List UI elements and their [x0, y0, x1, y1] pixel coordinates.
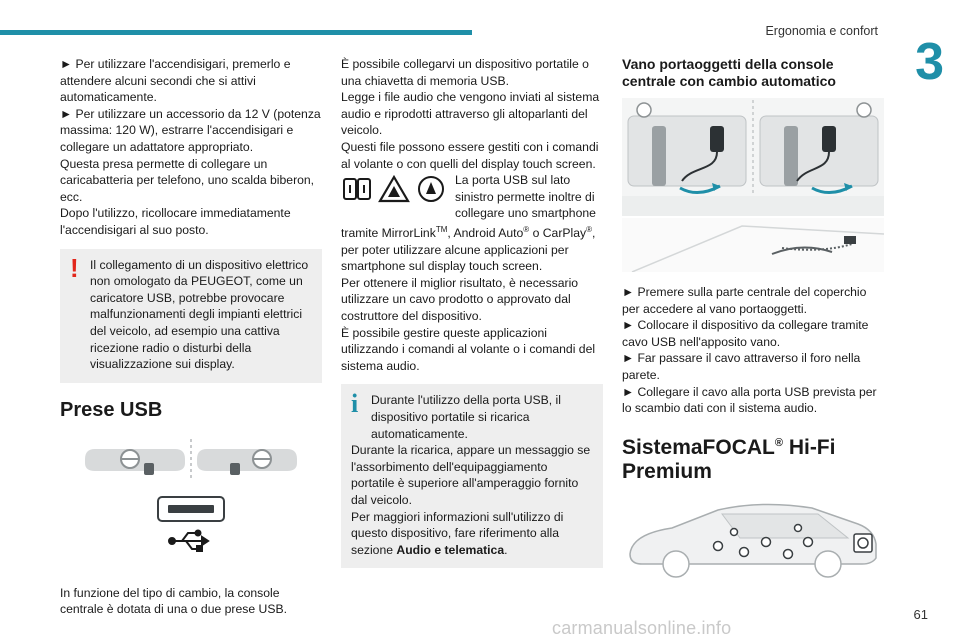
usb-symbol-icon — [168, 529, 210, 552]
paragraph: È possibile gestire queste applicazioni … — [341, 325, 596, 373]
steering-wheel-icon — [120, 448, 140, 469]
page-number: 61 — [913, 607, 928, 622]
usb-caption: In funzione del tipo di cambio, la conso… — [60, 585, 287, 617]
column-left: ► Per utilizzare l'accendisigari, premer… — [60, 56, 322, 618]
info-text: Durante la ricarica, appare un messaggio… — [351, 443, 591, 507]
paragraph: ► Per utilizzare un accessorio da 12 V (… — [60, 106, 321, 154]
steering-wheel-icon — [856, 102, 872, 118]
phone-icon — [822, 126, 836, 152]
step: ► Collocare il dispositivo da collegare … — [622, 318, 869, 349]
steering-wheel-icon — [636, 102, 652, 118]
info-box: i Durante l'utilizzo della porta USB, il… — [341, 384, 603, 569]
step: ► Collegare il cavo alla porta USB previ… — [622, 384, 877, 416]
storage-illustration — [622, 96, 884, 272]
storage-heading: Vano portaoggetti della console centrale… — [622, 56, 836, 89]
info-icon: i — [351, 389, 359, 419]
console-usb-diagram — [85, 438, 297, 552]
chapter-number: 3 — [915, 33, 944, 91]
watermark: carmanualsonline.info — [552, 618, 732, 638]
paragraph: Per ottenere il miglior risultato, è nec… — [341, 275, 579, 323]
header-accent-bar — [0, 30, 472, 35]
info-text: Durante l'utilizzo della porta USB, il d… — [371, 393, 561, 441]
carplay-icon — [418, 176, 444, 203]
smartphone-connectivity: La porta USB sul lato sinistro permette … — [341, 172, 603, 275]
warning-text: Il collegamento di un dispositivo elettr… — [90, 257, 309, 372]
info-text: Per maggiori informazioni sull'utilizzo … — [351, 509, 564, 557]
warning-box: ! Il collegamento di un dispositivo elet… — [60, 248, 322, 383]
connectivity-icons — [341, 174, 447, 204]
android-auto-icon — [378, 174, 410, 203]
usb-heading: Prese USB — [60, 398, 163, 421]
paragraph: ► Per utilizzare l'accendisigari, premer… — [60, 57, 291, 105]
paragraph: La porta USB sul lato sinistro permette … — [341, 173, 596, 274]
step: ► Premere sulla parte centrale del coper… — [622, 285, 867, 316]
console-storage-diagram — [622, 98, 884, 272]
car-speakers-icon — [629, 503, 877, 578]
usb-port-icon — [230, 462, 240, 475]
warning-icon: ! — [70, 252, 79, 283]
mirrorlink-icon — [343, 178, 371, 201]
section-title: Ergonomia e confort — [765, 24, 878, 38]
steering-wheel-icon — [252, 448, 272, 469]
step: ► Far passare il cavo attraverso il foro… — [622, 351, 861, 382]
paragraph: Questa presa permette di collegare un ca… — [60, 156, 315, 204]
paragraph: È possibile collegarvi un dispositivo po… — [341, 57, 589, 88]
phone-icon — [710, 126, 724, 152]
paragraph: Dopo l'utilizzo, ricollocare immediatame… — [60, 206, 291, 237]
focal-heading: SistemaFOCAL® Hi-Fi Premium — [622, 435, 836, 483]
column-middle: È possibile collegarvi un dispositivo po… — [341, 56, 603, 569]
paragraph: Questi file possono essere gestiti con i… — [341, 139, 599, 171]
usb-illustration — [60, 431, 322, 581]
column-right: Vano portaoggetti della console centrale… — [622, 56, 884, 580]
usb-port-icon — [144, 462, 154, 475]
paragraph: Legge i file audio che vengono inviati a… — [341, 90, 600, 138]
